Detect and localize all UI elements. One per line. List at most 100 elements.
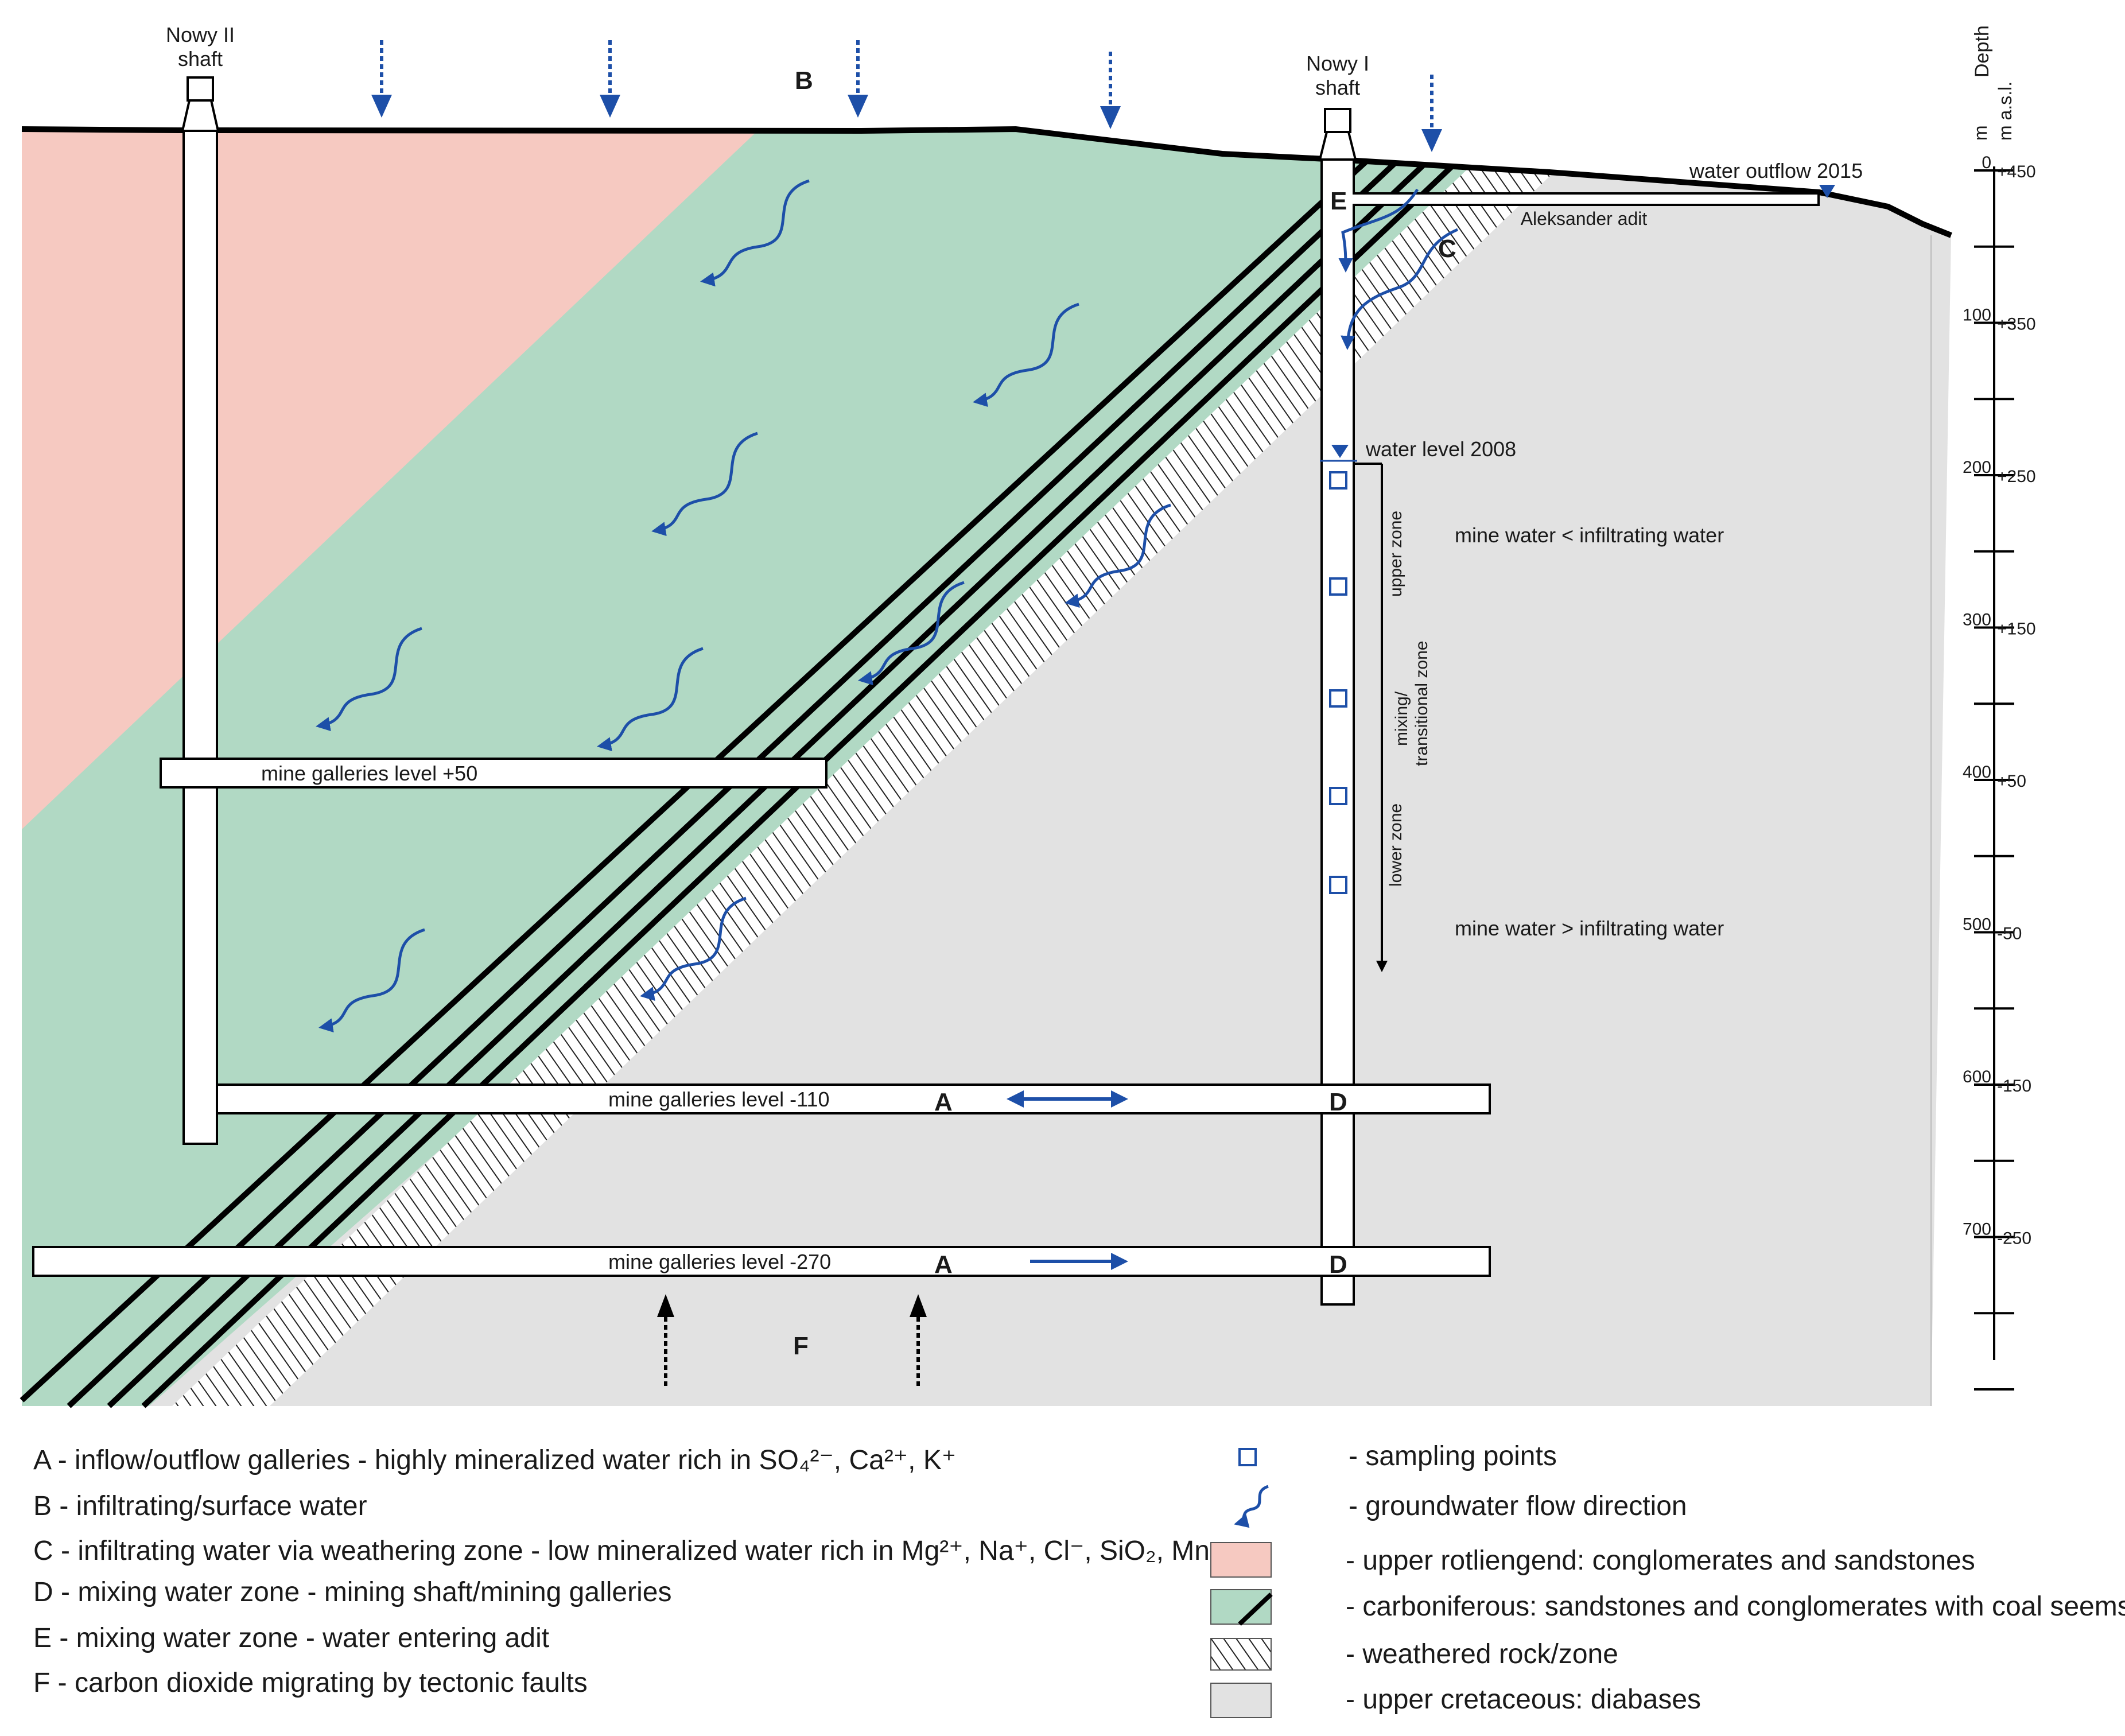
mine-lt-infiltrating-label: mine water < infiltrating water bbox=[1455, 523, 1724, 547]
nowy2-headframe bbox=[181, 99, 220, 132]
elevation-tick-label: -250 bbox=[1997, 1229, 2031, 1248]
legend-carboniferous: - carboniferous: sandstones and conglome… bbox=[1346, 1591, 2125, 1622]
nowy2-shaft bbox=[182, 130, 218, 1145]
water-level-2008-marker bbox=[1331, 445, 1349, 458]
letter-A-lower: A bbox=[934, 1250, 953, 1279]
infiltration-arrow bbox=[600, 40, 620, 118]
mixing-zone-label-1: mixing/ bbox=[1392, 691, 1411, 746]
flow-arrow bbox=[597, 647, 704, 752]
flow-arrow bbox=[318, 928, 425, 1033]
letter-D-upper: D bbox=[1329, 1088, 1347, 1116]
elevation-tick-label: +150 bbox=[1997, 620, 2036, 639]
legend-item-C: C - infiltrating water via weathering zo… bbox=[33, 1536, 1210, 1566]
co2-arrows bbox=[657, 1294, 927, 1386]
water-outflow-label: water outflow 2015 bbox=[1689, 159, 1863, 182]
depth-tick-label: 700 bbox=[1963, 1220, 1991, 1239]
elevation-tick-label: +50 bbox=[1997, 772, 2026, 791]
gallery-level-minus270 bbox=[32, 1246, 1491, 1277]
elevation-tick-label: -50 bbox=[1997, 925, 2022, 943]
infiltration-arrow bbox=[1100, 52, 1121, 129]
letter-D-lower: D bbox=[1329, 1250, 1347, 1279]
gallery-minus270-label: mine galleries level -270 bbox=[608, 1250, 831, 1273]
legend-left: A - inflow/outflow galleries - highly mi… bbox=[33, 1445, 1210, 1698]
sampling-points bbox=[1329, 471, 1347, 894]
lower-zone-label: lower zone bbox=[1386, 803, 1405, 887]
sampling-square-icon bbox=[1238, 1448, 1257, 1466]
pink-swatch-icon bbox=[1210, 1542, 1272, 1578]
flow-arrow bbox=[1338, 188, 1419, 273]
infiltration-arrow bbox=[848, 40, 868, 118]
legend-flow-direction: - groundwater flow direction bbox=[1349, 1491, 1687, 1521]
elevation-tick-label: +350 bbox=[1997, 315, 2036, 334]
adit-label: Aleksander adit bbox=[1521, 208, 1648, 229]
depth-tick-label: 100 bbox=[1963, 306, 1991, 325]
sampling-point bbox=[1329, 689, 1347, 708]
nowy2-shaft-label-1: Nowy II bbox=[166, 23, 235, 46]
infiltration-arrow bbox=[1421, 75, 1442, 152]
flow-arrow bbox=[700, 179, 810, 287]
legend-item-E: E - mixing water zone - water entering a… bbox=[33, 1623, 549, 1653]
legend-cretaceous: - upper cretaceous: diabases bbox=[1346, 1684, 1701, 1715]
mine-workings bbox=[32, 76, 1820, 1306]
legend-weathered: - weathered rock/zone bbox=[1346, 1639, 1618, 1669]
zone-depth-arrow bbox=[1354, 463, 1388, 972]
legend-item-B: B - infiltrating/surface water bbox=[33, 1491, 367, 1521]
gallery-flow-arrows bbox=[1007, 1090, 1128, 1270]
flow-arrow bbox=[1341, 228, 1458, 350]
flow-arrow bbox=[316, 627, 422, 732]
flow-arrow bbox=[858, 581, 965, 686]
aleksander-adit bbox=[1353, 192, 1820, 206]
letter-F: F bbox=[793, 1332, 809, 1360]
wavy-arrow-icon bbox=[1234, 1485, 1269, 1528]
depth-unit-m: m bbox=[1970, 125, 1991, 141]
depth-tick-label: 400 bbox=[1963, 763, 1991, 782]
legend-sampling-points: - sampling points bbox=[1349, 1441, 1557, 1471]
groundwater-flow-arrows bbox=[316, 179, 1458, 1033]
letter-B: B bbox=[795, 67, 813, 95]
letter-E: E bbox=[1330, 187, 1347, 215]
nowy1-shaft-label-1: Nowy I bbox=[1306, 52, 1369, 75]
gallery-level-minus110 bbox=[216, 1083, 1491, 1114]
depth-tick-label: 500 bbox=[1963, 915, 1991, 934]
elevation-tick-label: -150 bbox=[1997, 1077, 2031, 1096]
letter-A-upper: A bbox=[934, 1088, 953, 1116]
legend-item-A: A - inflow/outflow galleries - highly mi… bbox=[33, 1445, 956, 1475]
sampling-point bbox=[1329, 471, 1347, 490]
depth-title: Depth bbox=[1971, 25, 1993, 77]
depth-tick-label: 200 bbox=[1963, 458, 1991, 477]
nowy1-headframe bbox=[1318, 131, 1357, 161]
green-coal-swatch-icon bbox=[1210, 1589, 1272, 1625]
co2-arrow bbox=[910, 1294, 927, 1386]
depth-tick-label: 300 bbox=[1963, 611, 1991, 630]
sampling-point bbox=[1329, 787, 1347, 805]
infiltration-arrow bbox=[371, 40, 392, 118]
elevation-tick-label: +450 bbox=[1997, 162, 2036, 181]
gallery-level-plus50 bbox=[160, 758, 828, 789]
elevation-tick-label: +250 bbox=[1997, 467, 2036, 486]
mixing-zone-label-2: transitional zone bbox=[1412, 641, 1431, 766]
flow-arrow bbox=[640, 896, 747, 1001]
flow-arrow bbox=[1065, 503, 1171, 608]
elevation-unit-masl: m a.s.l. bbox=[1995, 81, 2015, 141]
nowy2-shaft-label-2: shaft bbox=[178, 47, 223, 71]
depth-scale: Depth m m a.s.l. 0+450100+350200+250300+… bbox=[1963, 25, 2036, 1391]
infiltration-arrows bbox=[371, 40, 1442, 152]
legend-item-F: F - carbon dioxide migrating by tectonic… bbox=[33, 1668, 588, 1698]
sampling-point bbox=[1329, 876, 1347, 894]
letter-C: C bbox=[1438, 235, 1456, 263]
upper-zone-label: upper zone bbox=[1386, 511, 1405, 597]
gallery-plus50-label: mine galleries level +50 bbox=[261, 762, 477, 785]
sampling-point bbox=[1329, 577, 1347, 596]
legend-right: - sampling points - groundwater flow dir… bbox=[1210, 1441, 2125, 1718]
depth-tick-label: 600 bbox=[1963, 1067, 1991, 1086]
water-level-label: water level 2008 bbox=[1365, 437, 1516, 461]
mine-gt-infiltrating-label: mine water > infiltrating water bbox=[1455, 916, 1724, 940]
legend-rotliegend: - upper rotliengend: conglomerates and s… bbox=[1346, 1545, 1975, 1576]
flow-arrow bbox=[651, 432, 758, 537]
legend-item-D: D - mixing water zone - mining shaft/min… bbox=[33, 1577, 671, 1607]
gallery-minus110-label: mine galleries level -110 bbox=[608, 1088, 830, 1111]
grey-swatch-icon bbox=[1210, 1683, 1272, 1718]
water-level-markers bbox=[1320, 185, 1835, 462]
hatched-swatch-icon bbox=[1210, 1638, 1272, 1671]
